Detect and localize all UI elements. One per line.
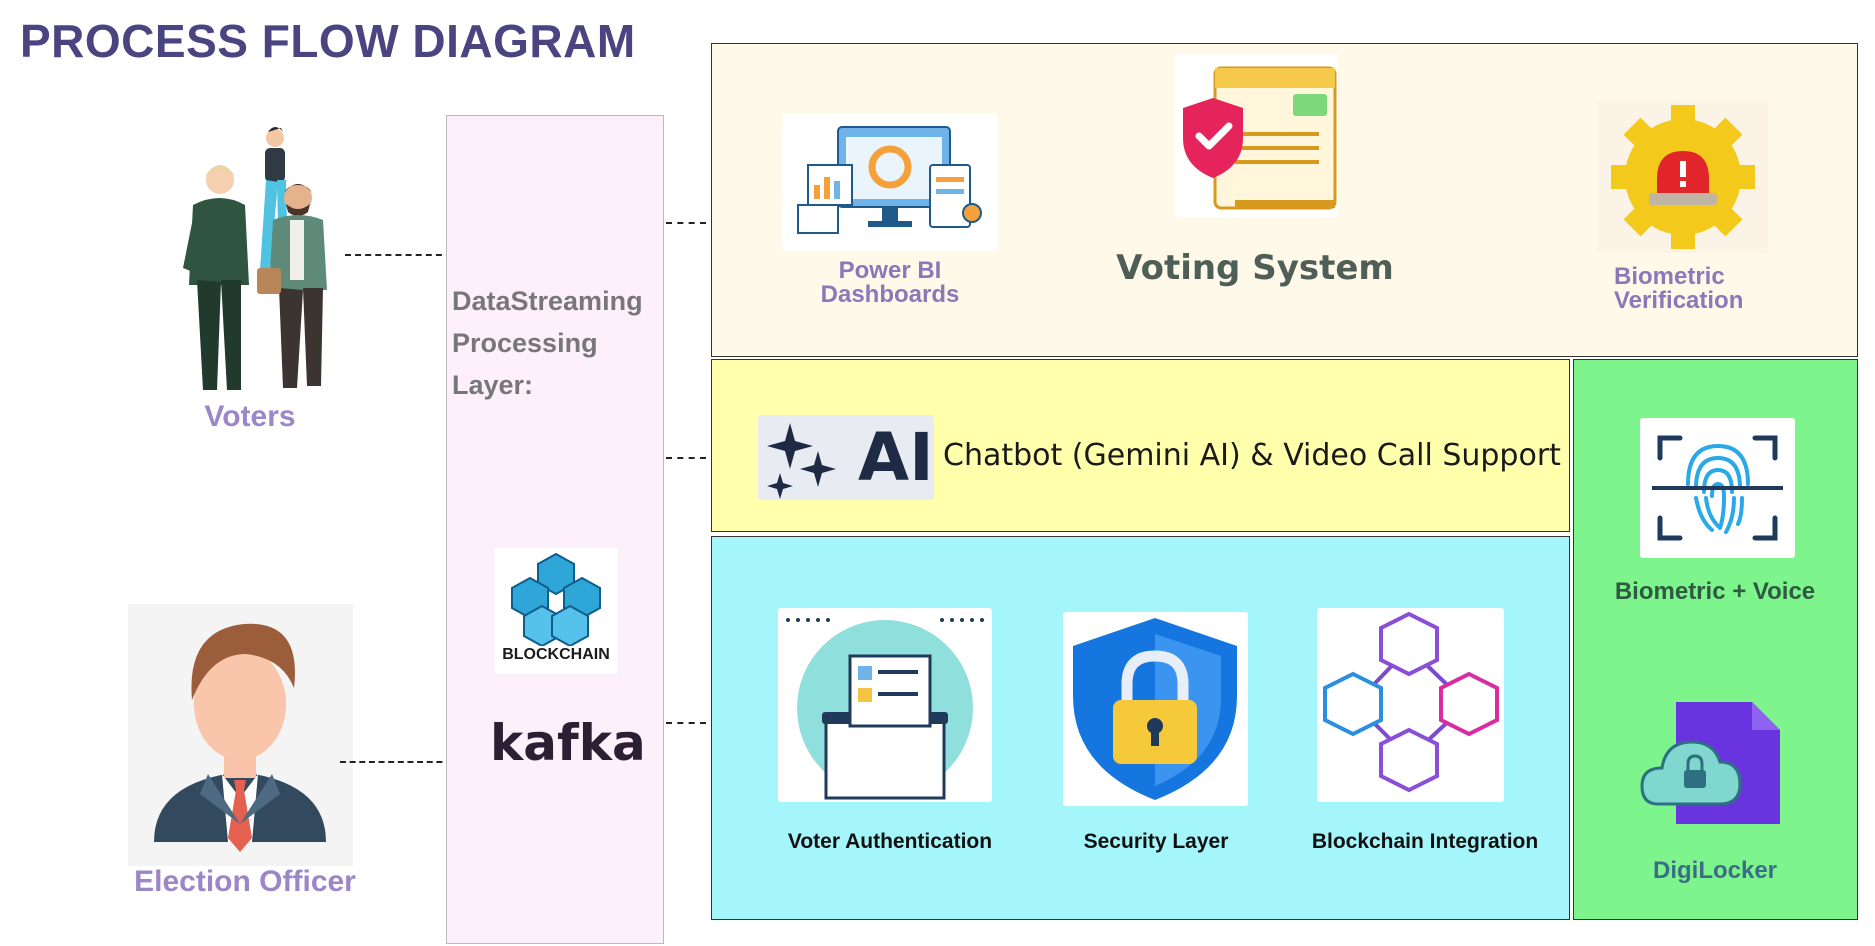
biometric-verification-line1: Biometric	[1614, 263, 1725, 290]
ai-support-label: Chatbot (Gemini AI) & Video Call Support	[943, 438, 1561, 473]
voter-authentication-icon	[778, 608, 992, 802]
security-layer-icon	[1063, 612, 1248, 806]
voter-authentication-caption: Voter Authentication	[787, 830, 993, 853]
connector-to-ai-support	[666, 457, 706, 459]
powerbi-caption-line1: Power BI	[838, 257, 942, 284]
security-layer-caption: Security Layer	[1083, 830, 1229, 853]
biometric-verification-line2: Verification	[1614, 287, 1744, 314]
fingerprint-icon	[1640, 418, 1795, 558]
blockchain-logo-text: BLOCKCHAIN	[502, 646, 610, 663]
blockchain-integration-caption: Blockchain Integration	[1311, 830, 1539, 853]
powerbi-caption: Power BI Dashboards	[800, 259, 980, 307]
voters-label: Voters	[204, 400, 296, 433]
election-officer-label: Election Officer	[134, 865, 356, 898]
voting-system-icon	[1175, 54, 1338, 217]
layer-title-line1: DataStreaming	[452, 286, 643, 316]
voters-illustration	[165, 120, 355, 390]
connector-to-voting-system	[666, 222, 706, 224]
digilocker-caption: DigiLocker	[1652, 857, 1778, 884]
ai-logo-text: AI	[858, 419, 934, 496]
voting-system-title: Voting System	[1116, 248, 1394, 288]
ai-logo: AI	[758, 415, 934, 500]
officer-connector	[340, 761, 452, 763]
biometric-alert-icon	[1598, 101, 1768, 253]
data-streaming-layer-title: DataStreaming Processing Layer:	[452, 280, 643, 406]
data-streaming-layer-panel	[446, 115, 664, 944]
powerbi-caption-line2: Dashboards	[820, 281, 960, 308]
digilocker-icon	[1640, 700, 1790, 830]
layer-title-line2: Processing	[452, 328, 598, 358]
diagram-title: PROCESS FLOW DIAGRAM	[20, 15, 636, 67]
blockchain-logo: BLOCKCHAIN	[494, 548, 618, 674]
blockchain-integration-icon	[1317, 608, 1504, 802]
layer-title-line3: Layer:	[452, 370, 534, 400]
kafka-label: kafka	[490, 714, 646, 772]
powerbi-dashboard-icon	[782, 113, 998, 251]
biometric-verification-caption: Biometric Verification	[1614, 265, 1814, 313]
election-officer-illustration	[128, 604, 353, 866]
biometric-voice-caption: Biometric + Voice	[1614, 578, 1816, 605]
voters-connector	[345, 254, 452, 256]
connector-to-security-panel	[666, 722, 706, 724]
